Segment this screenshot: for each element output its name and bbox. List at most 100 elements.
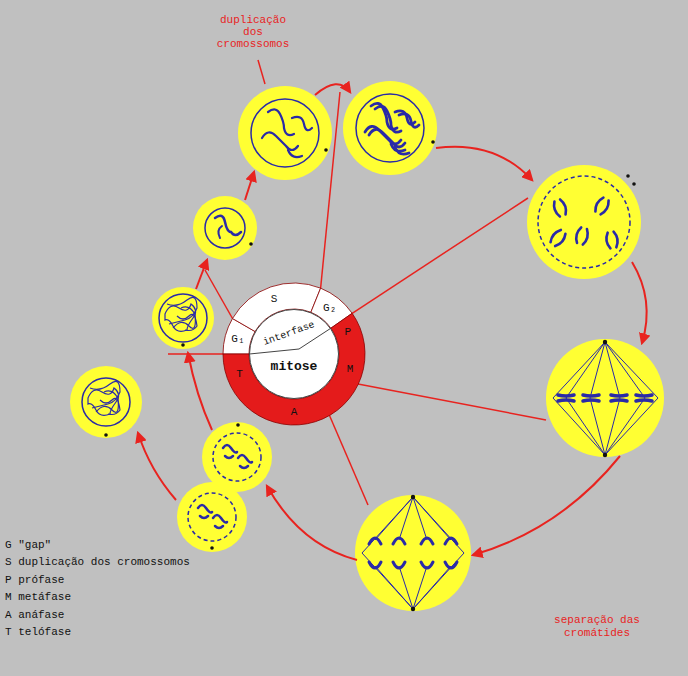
phase-segment [223, 313, 365, 425]
key-line: M metáfase [5, 591, 71, 604]
centriole [431, 140, 435, 144]
centriole [324, 148, 328, 152]
phase-divider-line [168, 353, 223, 355]
centriole [104, 433, 108, 437]
disc-circle [250, 310, 339, 399]
centriole [626, 174, 630, 178]
chromosome [395, 147, 409, 154]
cell-circle [202, 422, 272, 492]
cycle-arrow [138, 433, 176, 500]
chromosome [558, 395, 652, 401]
chromosome [262, 132, 298, 150]
chromosome [399, 114, 419, 127]
chromatid [421, 538, 433, 544]
nucleus [356, 94, 424, 162]
cell-circle [70, 81, 664, 611]
phase-divider-line [168, 60, 546, 505]
chromosome [549, 228, 568, 247]
phase-letter: G₂ [323, 302, 336, 314]
cycle-arrow [196, 260, 207, 289]
spindle-fiber [375, 497, 451, 540]
phase-divider-line [258, 60, 265, 84]
key-line: P prófase [5, 574, 64, 587]
centriole [236, 423, 240, 427]
spindle-fiber [375, 566, 451, 609]
chromosome [605, 231, 619, 249]
chromosome [213, 515, 227, 528]
spindle-fiber [362, 342, 658, 609]
phase-note: duplicação dos cromossomos [212, 14, 294, 50]
cycle-arrow [267, 486, 357, 560]
cycle-arrow [436, 147, 532, 180]
nuclear-envelope [213, 433, 261, 481]
phase-letter: A [291, 406, 298, 418]
centriole [210, 546, 214, 550]
chromosome [223, 445, 237, 458]
cycle-arrow [473, 456, 620, 555]
chromosome [636, 395, 652, 401]
chromosome [268, 109, 294, 135]
chromosome [369, 129, 405, 147]
chromosome [365, 103, 415, 151]
cell-circle [193, 196, 257, 260]
key-line: S duplicação dos cromossomos [5, 556, 190, 569]
centriole [411, 607, 415, 611]
cell-circle [70, 366, 142, 438]
phase-letter: M [347, 363, 354, 375]
cycle-arrow [632, 262, 647, 343]
centriole [603, 340, 607, 344]
chromosome [198, 505, 212, 518]
chromatid [445, 538, 457, 544]
cell-circle [343, 81, 437, 175]
nucleus [205, 208, 245, 248]
cell-circle [355, 495, 471, 611]
nuclear-envelope [538, 176, 630, 268]
chromatid [445, 562, 457, 568]
phase-letter: P [344, 326, 351, 338]
chromosome [218, 226, 222, 238]
chromosome [215, 103, 419, 238]
chromatid [369, 562, 381, 568]
chromatid [393, 538, 405, 544]
centriole [249, 242, 253, 246]
chromosome [288, 150, 302, 157]
nucleus [251, 99, 319, 167]
centriole [603, 453, 607, 457]
stage-name: mitose [271, 360, 318, 374]
inner-disc: interfasemitose [249, 309, 339, 399]
chromosome [375, 106, 401, 132]
nucleus [205, 94, 424, 248]
key-line: T telófase [5, 626, 71, 639]
chromosome [558, 395, 574, 401]
centriole [632, 182, 636, 186]
chromosome [583, 395, 599, 401]
chromosome [552, 199, 568, 218]
chromosome [593, 196, 611, 215]
chromatid [369, 538, 381, 544]
chromatin [159, 294, 207, 342]
cycle-wheel: interfasemitose S G₂ G₁ P M A T [223, 283, 365, 425]
phase-letter: G₁ [231, 333, 244, 345]
cycle-arrow [245, 172, 254, 200]
chromosome [575, 227, 590, 245]
chromatid [421, 562, 433, 568]
cell-circle [152, 287, 214, 349]
chromatid [393, 562, 405, 568]
phase-divider-line [330, 416, 369, 506]
cell-circle [177, 482, 247, 552]
key-line: A anáfase [5, 609, 64, 622]
chromatid [369, 538, 457, 568]
chromosome [198, 445, 252, 528]
chromosome [549, 196, 619, 249]
key-line: G "gap" [5, 539, 51, 552]
chromosome [369, 106, 419, 154]
phase-note: separação das cromátides [545, 614, 649, 640]
phase-letter: T [236, 368, 243, 380]
phase-divider-line [358, 384, 546, 420]
chromatin [82, 294, 207, 426]
cycle-arrow [315, 84, 350, 95]
phase-letter: S [271, 293, 278, 305]
spindle-fiber [553, 342, 658, 455]
cycle-arrow [138, 84, 647, 560]
cell-circle [527, 165, 641, 279]
